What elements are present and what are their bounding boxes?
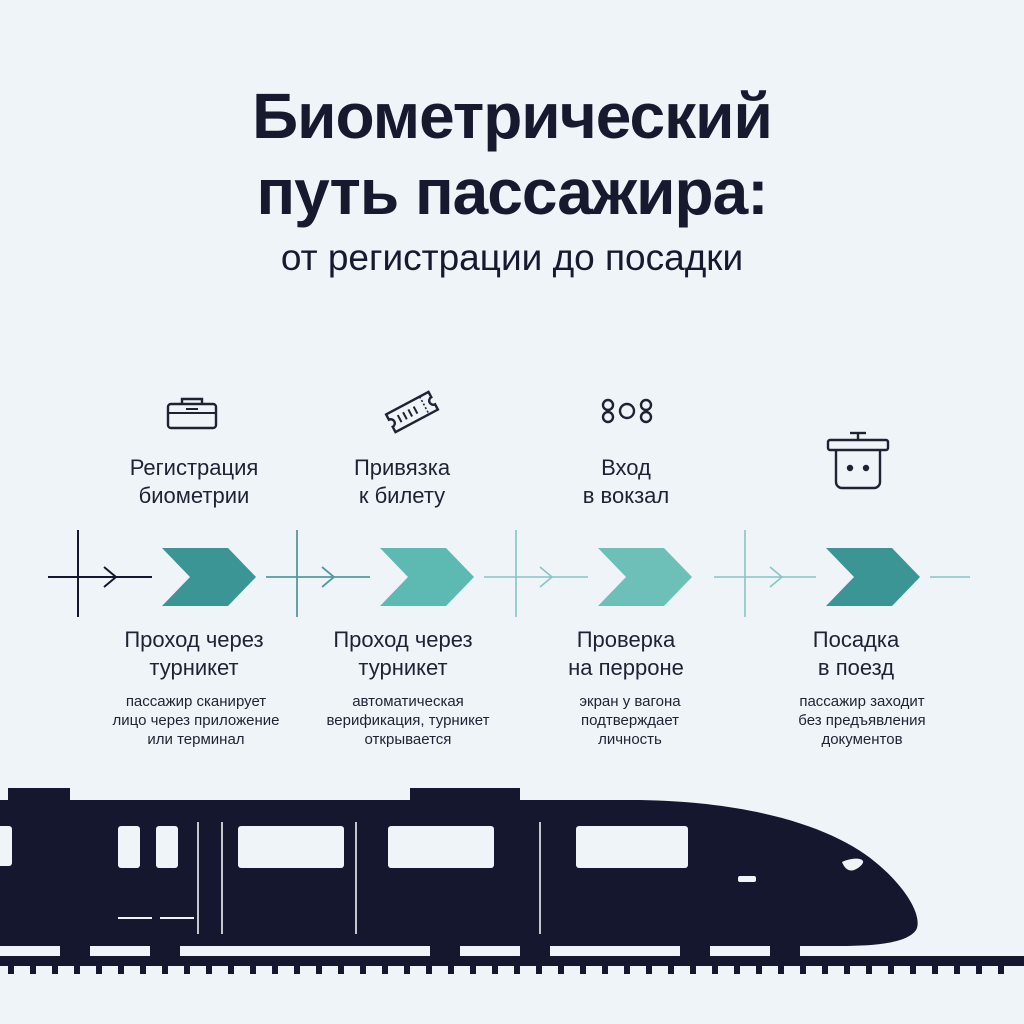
step-desc-line: верификация, турникет (326, 712, 490, 729)
step-desc-line: открывается (364, 731, 452, 748)
top-label-entry: Вход в вокзал (506, 454, 746, 510)
chevron-step-1 (162, 548, 256, 606)
flow-connector-3 (484, 530, 588, 617)
rail-sleepers (8, 966, 1004, 974)
flow-connector-4 (714, 530, 816, 617)
step-title-2: Проход через турникет (283, 626, 523, 682)
rail (0, 956, 1024, 966)
step-title-line: Проход через (333, 627, 473, 652)
step-desc-2: автоматическая верификация, турникет отк… (288, 692, 528, 749)
step-title-4: Посадка в поезд (736, 626, 976, 682)
step-title-line: на перроне (568, 655, 684, 680)
page-title-line-2: путь пассажира: (256, 156, 768, 228)
step-desc-line: автоматическая (352, 693, 464, 710)
chain-icon (601, 398, 653, 424)
step-title-line: в поезд (817, 655, 895, 680)
step-desc-3: экран у вагона подтверждает личность (510, 692, 750, 749)
top-label-ticket: Привязка к билету (282, 454, 522, 510)
flow-line (48, 530, 970, 617)
step-desc-line: документов (821, 731, 903, 748)
title-block: Биометрический путь пассажира: от регист… (0, 78, 1024, 282)
step-title-line: Проход через (124, 627, 264, 652)
flow-connector-2 (266, 530, 370, 617)
train-car-icon (826, 431, 890, 490)
step-desc-line: личность (598, 731, 662, 748)
step-desc-1: пассажир сканирует лицо через приложение… (76, 692, 316, 749)
top-label-line: биометрии (138, 483, 250, 508)
page-title-line-1: Биометрический (252, 80, 773, 152)
suitcase-icon (166, 397, 218, 430)
train-illustration (0, 788, 1024, 974)
top-label-registration: Регистрация биометрии (74, 454, 314, 510)
train-windows (0, 826, 688, 868)
top-label-line: Привязка (353, 455, 451, 480)
step-title-line: турникет (358, 655, 448, 680)
top-label-line: к билету (358, 483, 446, 508)
step-desc-line: или терминал (147, 731, 245, 748)
chevron-step-3 (598, 548, 692, 606)
train-headlight (738, 876, 756, 882)
train-doors (197, 822, 541, 934)
step-desc-line: подтверждает (580, 712, 680, 729)
train-cab-window (842, 858, 864, 871)
chevron-step-2 (380, 548, 474, 606)
step-desc-line: лицо через приложение (112, 712, 280, 729)
top-label-line: Регистрация (129, 455, 259, 480)
step-title-line: Посадка (812, 627, 900, 652)
top-label-line: Вход (601, 455, 651, 480)
flow-connector-1 (48, 530, 152, 617)
step-title-1: Проход через турникет (74, 626, 314, 682)
step-desc-line: пассажир заходит (799, 693, 925, 710)
top-label-line: в вокзал (582, 483, 670, 508)
ticket-icon (384, 390, 440, 434)
chevron-step-4 (826, 548, 920, 606)
step-desc-line: без предъявления (798, 712, 926, 729)
step-title-3: Проверка на перроне (506, 626, 746, 682)
step-desc-line: экран у вагона (579, 693, 681, 710)
page-subtitle: от регистрации до посадки (280, 237, 744, 278)
train-wheels (60, 940, 800, 956)
step-desc-4: пассажир заходит без предъявления докуме… (742, 692, 982, 749)
step-desc-line: пассажир сканирует (125, 693, 267, 710)
step-title-line: турникет (149, 655, 239, 680)
step-title-line: Проверка (576, 627, 676, 652)
